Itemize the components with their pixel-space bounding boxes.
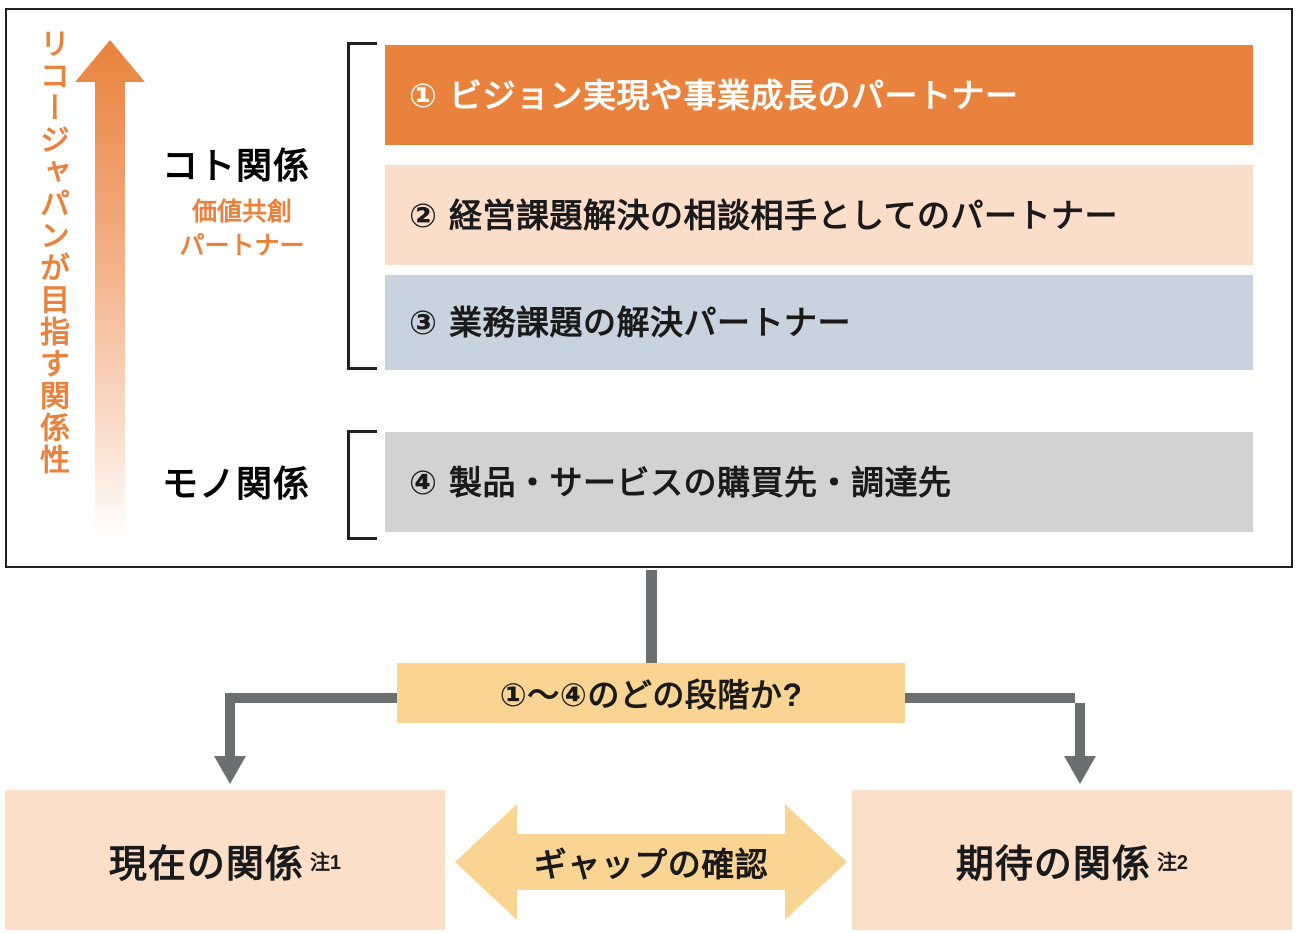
outcome-box-current-note: 注1 <box>309 851 342 874</box>
relationship-bar-4-number: ④ <box>409 463 437 501</box>
relationship-bar-1-number: ① <box>409 76 437 114</box>
outcome-box-expected: 期待の関係 注2 <box>852 790 1292 930</box>
bracket-koto <box>347 42 377 370</box>
relationship-bar-1-label: ビジョン実現や事業成長のパートナー <box>448 76 1019 114</box>
branch-connectors <box>214 693 1096 784</box>
group-label-koto: コト関係 <box>162 145 311 186</box>
relationship-bar-3-label: 業務課題の解決パートナー <box>448 304 851 341</box>
relationship-bar-2-label: 経営課題解決の相談相手としてのパートナー <box>448 196 1118 234</box>
bracket-mono <box>347 430 377 540</box>
upward-growth-arrow-icon <box>75 40 145 540</box>
outcome-box-current-label: 現在の関係 <box>108 843 304 886</box>
gap-double-arrow-icon <box>455 804 847 920</box>
relationship-bar-4: ④ 製品・サービスの購買先・調達先 <box>385 432 1253 532</box>
group-sublabel-koto-line2: パートナー <box>179 231 305 260</box>
group-sublabel-koto: 価値共創 パートナー <box>158 196 326 264</box>
relationship-bar-2: ② 経営課題解決の相談相手としてのパートナー <box>385 165 1253 265</box>
group-label-mono: モノ関係 <box>162 463 311 504</box>
decision-box: ①〜④のどの段階か? <box>397 663 905 723</box>
outcome-box-expected-label: 期待の関係 <box>955 843 1151 886</box>
group-sublabel-koto-line1: 価値共創 <box>191 198 292 226</box>
relationship-bar-3: ③ 業務課題の解決パートナー <box>385 275 1253 370</box>
relationship-bar-4-label: 製品・サービスの購買先・調達先 <box>448 463 952 501</box>
outcome-box-expected-note: 注2 <box>1156 851 1189 874</box>
connector-stem-vertical <box>646 570 657 665</box>
relationship-bar-3-number: ③ <box>409 304 437 341</box>
outcome-box-current: 現在の関係 注1 <box>5 790 445 930</box>
relationship-bar-2-number: ② <box>409 196 437 234</box>
relationship-bar-1: ① ビジョン実現や事業成長のパートナー <box>385 45 1253 145</box>
vertical-axis-label: リコージャパンが目指す関係性 <box>35 28 68 476</box>
decision-box-label: ①〜④のどの段階か? <box>499 677 803 713</box>
